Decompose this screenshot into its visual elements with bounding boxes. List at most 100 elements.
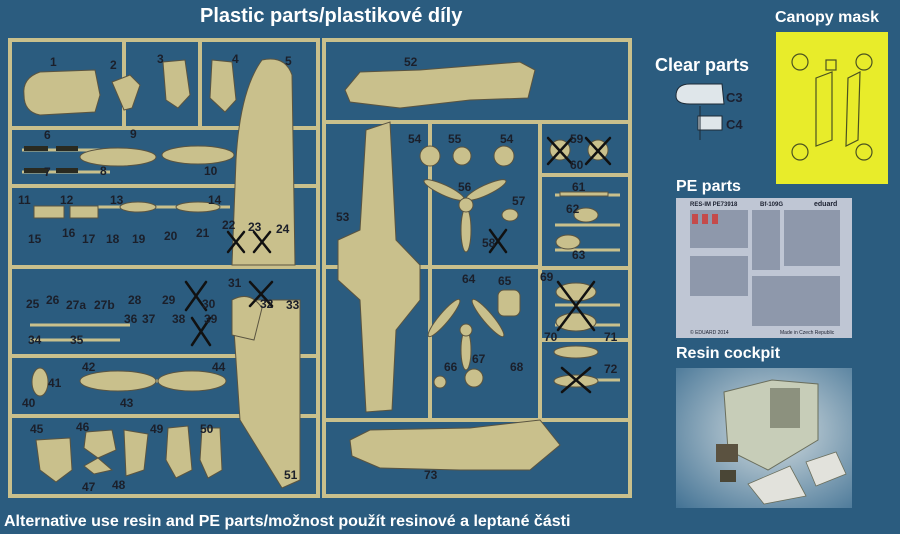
part-number-2: 2 (110, 58, 117, 72)
part-51-wing (231, 299, 301, 489)
pe-brand: eduard (814, 201, 837, 208)
part-52-fuselage (344, 61, 536, 109)
part-number-44: 43 (120, 396, 134, 410)
resin-cockpit-title: Resin cockpit (676, 345, 781, 362)
part-number-27: 27a (66, 298, 87, 312)
part-5-wing (231, 58, 296, 266)
part-number-41: 40 (22, 396, 36, 410)
part-number-42: 41 (48, 376, 62, 390)
part-66 (433, 375, 447, 389)
part-50 (199, 427, 223, 479)
part-62 (573, 207, 599, 223)
part-46 (83, 429, 117, 459)
part-44 (157, 370, 227, 392)
part-number-71: 69 (540, 270, 554, 284)
part-number-11: 11 (18, 193, 31, 207)
part-number-68: 66 (444, 360, 458, 374)
part-number-1: 1 (50, 55, 57, 69)
part-number-37: 36 (124, 312, 138, 326)
part-number-30: 29 (162, 293, 176, 307)
part-4 (209, 59, 237, 113)
part-number-31: 30 (202, 297, 216, 311)
part-65 (497, 289, 521, 317)
part-number-55: 54 (408, 132, 422, 146)
part-54b-wheel (493, 145, 515, 167)
part-1-cowl (23, 69, 101, 116)
part-number-28: 27b (94, 298, 115, 312)
part-number-24: 24 (276, 222, 290, 236)
part-number-25: 25 (26, 297, 40, 311)
part-number-29: 28 (128, 293, 142, 307)
part-number-6: 6 (44, 128, 51, 142)
part-number-66: 64 (462, 272, 476, 286)
part-number-5: 5 (285, 54, 292, 68)
part-49 (165, 425, 193, 479)
part-number-19: 19 (132, 232, 146, 246)
part-54-wheel (419, 145, 441, 167)
part-number-57: 54 (500, 132, 514, 146)
part-number-7: 7 (44, 165, 51, 179)
part-number-21: 21 (196, 226, 210, 240)
part-31 (231, 295, 263, 341)
part-55-hub (452, 146, 472, 166)
parts (23, 58, 609, 489)
part-8 (79, 147, 157, 167)
part-number-38: 37 (142, 312, 156, 326)
part-70 (555, 312, 597, 332)
part-number-40: 39 (204, 312, 218, 326)
part-73-fuselage (349, 419, 561, 471)
part-number-54: 53 (336, 210, 350, 224)
part-number-14: 14 (208, 193, 222, 207)
part-number-46: 45 (30, 422, 44, 436)
part-number-48: 47 (82, 480, 96, 494)
unused-crosses (184, 136, 612, 394)
sheet-title: Plastic parts/plastikové díly (200, 5, 463, 27)
part-number-45: 44 (212, 360, 226, 374)
clear-parts-title: Clear parts (655, 55, 750, 75)
pe-fret: RES-IM PE73918 Bf-109G eduard © EDUARD 2… (676, 198, 852, 338)
part-number-47: 46 (76, 420, 90, 434)
part-number-63: 61 (572, 180, 586, 194)
part-number-70: 68 (510, 360, 524, 374)
part-11 (33, 205, 65, 219)
part-53-wing (337, 121, 421, 413)
part-number-3: 3 (157, 52, 164, 66)
part-64-propeller (427, 298, 505, 371)
pe-parts-title: PE parts (676, 178, 741, 195)
footer-caption: Alternative use resin and PE parts/možno… (4, 513, 571, 530)
part-number-8: 8 (100, 164, 107, 178)
part-13 (119, 201, 157, 213)
part-number-73: 71 (604, 330, 618, 344)
part-57 (501, 208, 519, 222)
part-number-64: 62 (566, 202, 580, 216)
part-42 (79, 370, 157, 392)
part-number-58: 56 (458, 180, 472, 194)
part-67 (464, 368, 484, 388)
part-number-51: 50 (200, 422, 214, 436)
pe-code: RES-IM PE73918 (690, 202, 738, 208)
part-number-20: 20 (164, 229, 178, 243)
clear-parts-drawing (675, 83, 725, 140)
pe-copyright: © EDUARD 2014 (690, 329, 729, 336)
part-number-65: 63 (572, 248, 586, 262)
part-2 (111, 74, 141, 111)
part-number-17: 17 (82, 232, 96, 246)
part-number-72: 70 (544, 330, 558, 344)
part-71 (553, 345, 599, 359)
part-number-69: 67 (472, 352, 486, 366)
part-number-74: 72 (604, 362, 618, 376)
part-number-43: 42 (82, 360, 96, 374)
part-number-33: 32 (260, 297, 274, 311)
part-number-22: 22 (222, 218, 236, 232)
part-48 (123, 429, 149, 477)
part-number-53: 52 (404, 55, 418, 69)
part-number-35: 34 (28, 333, 42, 347)
part-number-15: 15 (28, 232, 42, 246)
part-number-12: 12 (60, 193, 74, 207)
part-63 (555, 234, 581, 250)
part-number-16: 16 (62, 226, 76, 240)
part-number-75: 73 (424, 468, 438, 482)
part-number-23: 23 (248, 220, 262, 234)
part-number-52: 51 (284, 468, 298, 482)
